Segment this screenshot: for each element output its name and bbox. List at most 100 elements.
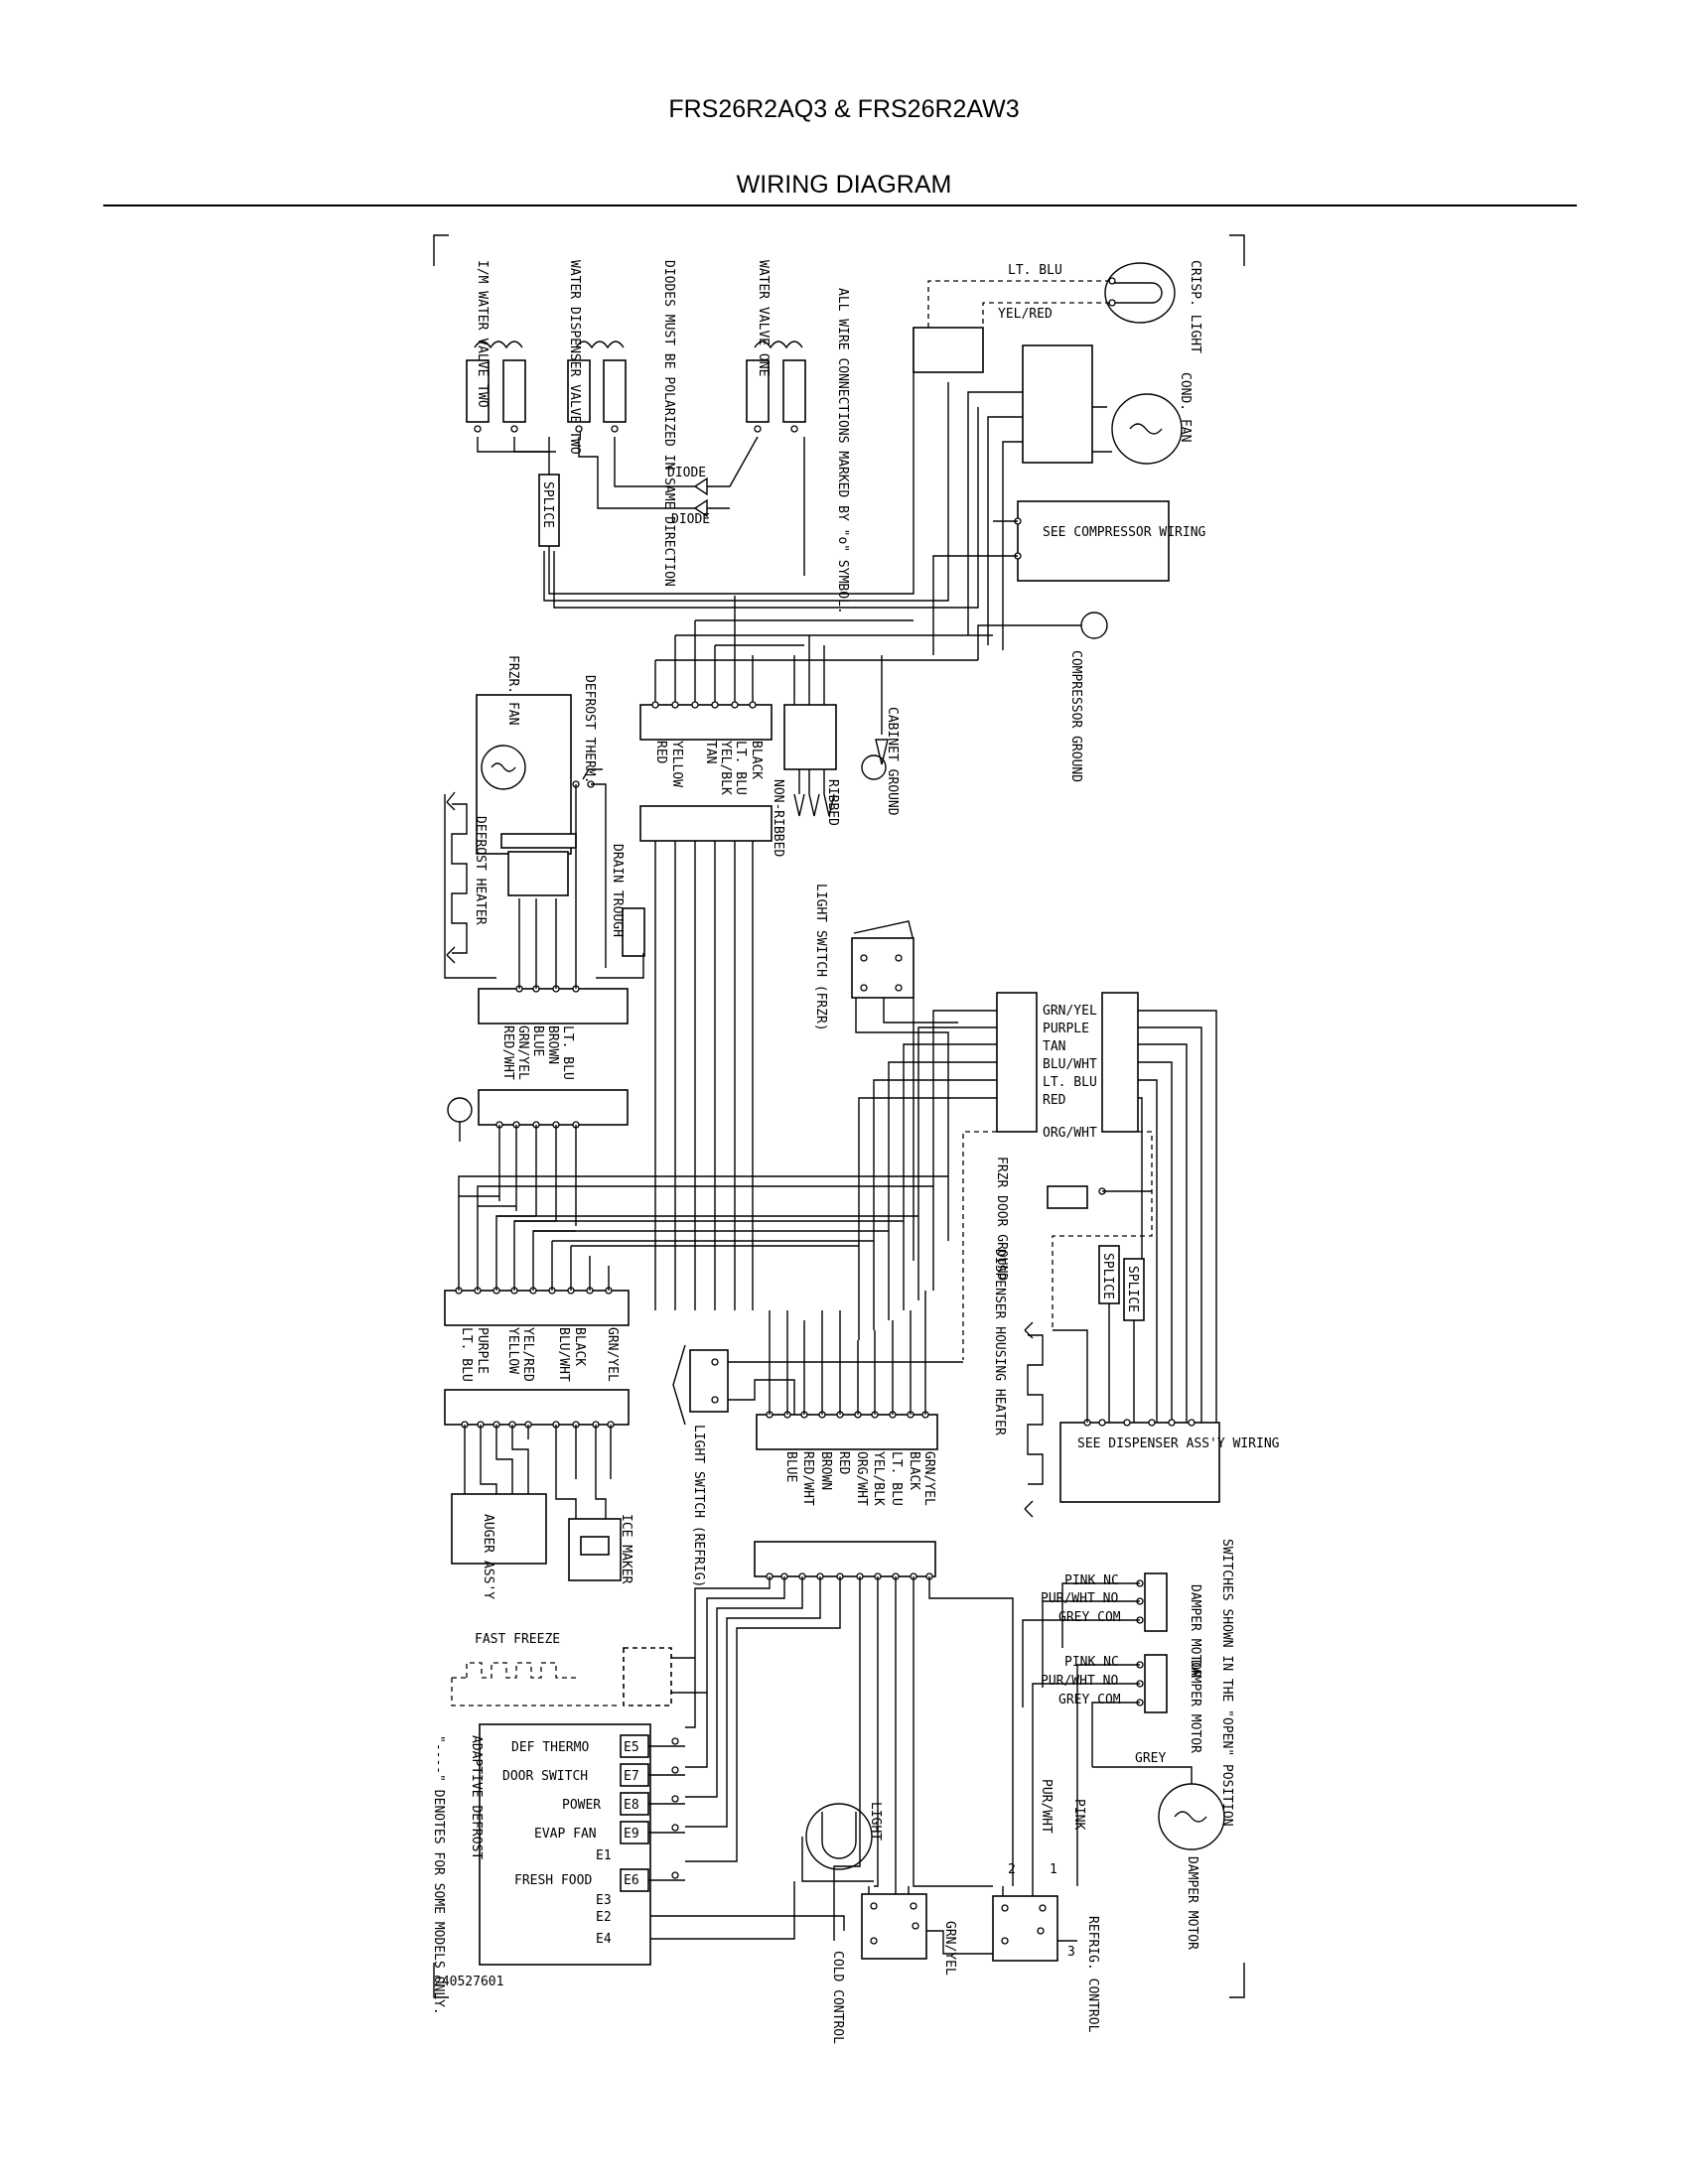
label-splice-top: SPLICE [540, 481, 555, 528]
frame-brackets [433, 234, 1245, 1998]
label-splice-b: SPLICE [1125, 1266, 1140, 1312]
label-compressor-ground: COMPRESSOR GROUND [1068, 650, 1083, 782]
label-cold-control: COLD CONTROL [830, 1951, 845, 2044]
harness-mid-right-connector [756, 1291, 938, 1450]
freezer-light-switch [851, 920, 958, 1261]
wire-label: GRN/YEL [515, 1025, 530, 1080]
label-im-valve: I/M WATER VALVE TWO [475, 260, 490, 408]
lower-connector [685, 1541, 1014, 1941]
label-dash-note: "----" DENOTES FOR SOME MODELS ONLY. [431, 1735, 446, 2015]
label-drain-trough: DRAIN TROUGH [610, 844, 625, 937]
wire-label: PINK NC [1064, 1655, 1119, 1670]
label-compressor-wiring: SEE COMPRESSOR WIRING [1043, 525, 1206, 540]
cabinet-ground-symbol [861, 655, 889, 780]
dispenser-wiring-box [1053, 1303, 1220, 1503]
wire-labels-harness-mid-right: GRN/YEL BLACK LT. BLU YEL/BLK ORG/WHT RE… [783, 1451, 936, 1506]
dispenser-water-valve [567, 341, 627, 433]
refrig-control [926, 1886, 1077, 1962]
wire-label: RED [836, 1451, 851, 1475]
wire-label: GRN/YEL [605, 1327, 620, 1382]
label-dispenser-heater: DISPENSER HOUSING HEATER [992, 1249, 1007, 1435]
wire-label: LT. BLU [560, 1025, 575, 1080]
label-defrost-therm: DEFROST THERM. [582, 675, 597, 784]
wire-label: ORG/WHT [854, 1451, 869, 1506]
label-light-switch-frzr: LIGHT SWITCH (FRZR) [813, 884, 828, 1031]
board-terminal-label: E2 [596, 1910, 612, 1925]
drawing-number: 240527601 [434, 1975, 503, 1989]
wire-label: GRN/YEL [1043, 1004, 1097, 1019]
board-terminal-label: E1 [596, 1848, 612, 1863]
label-damper-motor-2: DAMPER MOTOR [1188, 1660, 1202, 1753]
water-valve-one [746, 341, 806, 433]
board-terminal-label: E6 [624, 1873, 639, 1888]
label-ribbed: RIBBED [825, 779, 840, 826]
wire-label: RED [1043, 1093, 1066, 1108]
wire-label: BLUE [530, 1025, 545, 1056]
harness-top-connector [639, 596, 993, 1310]
diagram-title: WIRING DIAGRAM [736, 171, 952, 199]
crisp-light [927, 262, 1176, 328]
wire-label: TAN [1043, 1039, 1065, 1054]
wire-labels-damper-switch-1: PINK NC PUR/WHT NO GREY COM [1041, 1573, 1121, 1625]
label-lt-blu-top: LT. BLU [1008, 263, 1062, 278]
harness-left-connector [478, 898, 629, 1226]
label-crisp-light: CRISP. LIGHT [1188, 260, 1202, 353]
wire-labels-door: GRN/YEL PURPLE TAN BLU/WHT LT. BLU RED O… [1043, 1004, 1097, 1141]
label-pur-wht: PUR/WHT [1039, 1779, 1054, 1834]
freezer-fan [476, 694, 577, 896]
wire-label: PURPLE [1043, 1022, 1089, 1036]
board-func-label: FRESH FOOD [514, 1873, 592, 1888]
wire-label: BLACK [907, 1451, 921, 1490]
label-frzr-fan: FRZR. FAN [505, 655, 520, 725]
wire-label: PURPLE [475, 1327, 490, 1374]
label-grn-yel-bottom: GRN/YEL [942, 1921, 957, 1976]
bottom-light [801, 1803, 874, 1882]
label-disp-valve: WATER DISPENSER VALVE TWO [567, 260, 582, 455]
label-grey: GREY [1135, 1751, 1166, 1766]
label-diode-2: DIODE [671, 512, 710, 527]
wire-label: BLACK [749, 741, 764, 779]
label-num-1: 1 [1050, 1862, 1057, 1877]
crisp-connector [913, 327, 984, 373]
frzr-door-ground-heater [1047, 1185, 1152, 1209]
damper-switch-2 [1032, 1654, 1168, 1886]
label-cond-fan: COND. FAN [1178, 372, 1193, 442]
adaptive-defrost-board [479, 1723, 845, 1966]
label-diode-1: DIODE [667, 466, 706, 480]
wire-labels-harness-left: LT. BLU BROWN BLUE GRN/YEL RED/WHT [500, 1025, 575, 1080]
cond-fan [967, 344, 1183, 650]
label-damper-motor-1: DAMPER MOTOR [1188, 1584, 1202, 1678]
label-auger: AUGER ASS'Y [481, 1514, 495, 1599]
drain-trough-heater [596, 907, 645, 979]
fast-freeze-heater [451, 1647, 707, 1706]
auger-assembly [451, 1425, 547, 1565]
wire-labels-damper-switch-2: PINK NC PUR/WHT NO GREY COM [1041, 1655, 1121, 1707]
wire-label: BROWN [818, 1451, 833, 1490]
diodes [477, 436, 759, 518]
wire-label: BLU/WHT [556, 1327, 571, 1382]
board-terminal-label: E9 [624, 1827, 639, 1842]
label-light-bottom: LIGHT [868, 1802, 883, 1841]
wire-label: YEL/BLK [871, 1451, 886, 1506]
wire-label: LT. BLU [1043, 1075, 1097, 1090]
harness-mid-left-connector [444, 1175, 948, 1429]
board-func-label: DEF THERMO [511, 1740, 589, 1755]
label-non-ribbed: NON-RIBBED [771, 779, 785, 857]
wire-labels-harness-top: BLACK LT. BLU YEL/BLK TAN YELLOW RED [653, 741, 764, 795]
wire-label: YEL/RED [520, 1327, 535, 1382]
label-diodes-note: DIODES MUST BE POLARIZED IN SAME DIRECTI… [661, 260, 676, 587]
wire-label: LT. BLU [733, 741, 748, 795]
im-water-valve [466, 341, 526, 433]
wire-label: BROWN [545, 1025, 560, 1064]
label-dispenser-wiring: SEE DISPENSER ASS'Y WIRING [1077, 1436, 1280, 1451]
label-fast-freeze: FAST FREEZE [475, 1632, 560, 1647]
label-adaptive-defrost: ADAPTIVE DEFROST [469, 1735, 484, 1859]
wire-label: BLU/WHT [1043, 1057, 1097, 1072]
board-func-label: EVAP FAN [534, 1827, 597, 1842]
wire-label: RED [653, 741, 668, 764]
label-valve-one: WATER VALVE ONE [756, 260, 771, 376]
wire-label: RED/WHT [800, 1451, 815, 1506]
board-terminal-label: E3 [596, 1893, 612, 1908]
wire-label: ORG/WHT [1043, 1126, 1097, 1141]
